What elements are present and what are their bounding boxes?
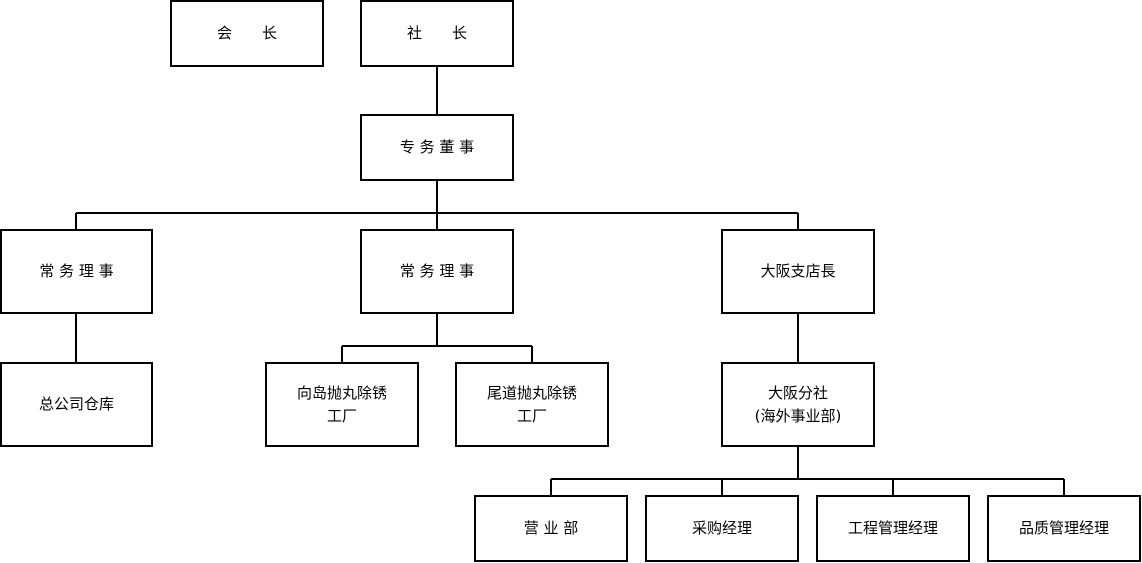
president-label: 社 长 <box>406 24 467 42</box>
chairman-box: 会 长 <box>170 0 324 67</box>
managing-director-box: 专 务 董 事 <box>360 114 514 181</box>
engineering-manager-box: 工程管理经理 <box>816 495 970 562</box>
osaka-branch-label: 大阪分社 (海外事业部) <box>754 383 842 425</box>
purchasing-manager-label: 采购经理 <box>691 519 752 537</box>
osaka-branch-manager-label: 大阪支店長 <box>760 262 836 280</box>
quality-manager-label: 品质管理经理 <box>1018 519 1109 537</box>
mukaishima-factory-box: 向岛抛丸除锈 工厂 <box>265 362 419 447</box>
executive-director-2-label: 常 务 理 事 <box>399 262 475 280</box>
executive-director-1-box: 常 务 理 事 <box>0 229 153 314</box>
onomichi-factory-box: 尾道抛丸除锈 工厂 <box>455 362 609 447</box>
engineering-manager-label: 工程管理经理 <box>847 519 938 537</box>
quality-manager-box: 品质管理经理 <box>987 495 1141 562</box>
sales-dept-box: 营 业 部 <box>474 495 628 562</box>
head-office-warehouse-box: 总公司仓库 <box>0 362 153 447</box>
executive-director-2-box: 常 务 理 事 <box>360 229 514 314</box>
osaka-branch-manager-box: 大阪支店長 <box>721 229 875 314</box>
onomichi-factory-label: 尾道抛丸除锈 工厂 <box>486 383 577 425</box>
head-office-warehouse-label: 总公司仓库 <box>38 395 114 413</box>
osaka-branch-box: 大阪分社 (海外事业部) <box>721 362 875 447</box>
sales-dept-label: 营 业 部 <box>523 519 579 537</box>
chairman-label: 会 长 <box>216 24 277 42</box>
executive-director-1-label: 常 务 理 事 <box>39 262 114 280</box>
managing-director-label: 专 务 董 事 <box>399 138 475 156</box>
purchasing-manager-box: 采购经理 <box>645 495 799 562</box>
president-box: 社 长 <box>360 0 514 67</box>
mukaishima-factory-label: 向岛抛丸除锈 工厂 <box>296 383 387 425</box>
